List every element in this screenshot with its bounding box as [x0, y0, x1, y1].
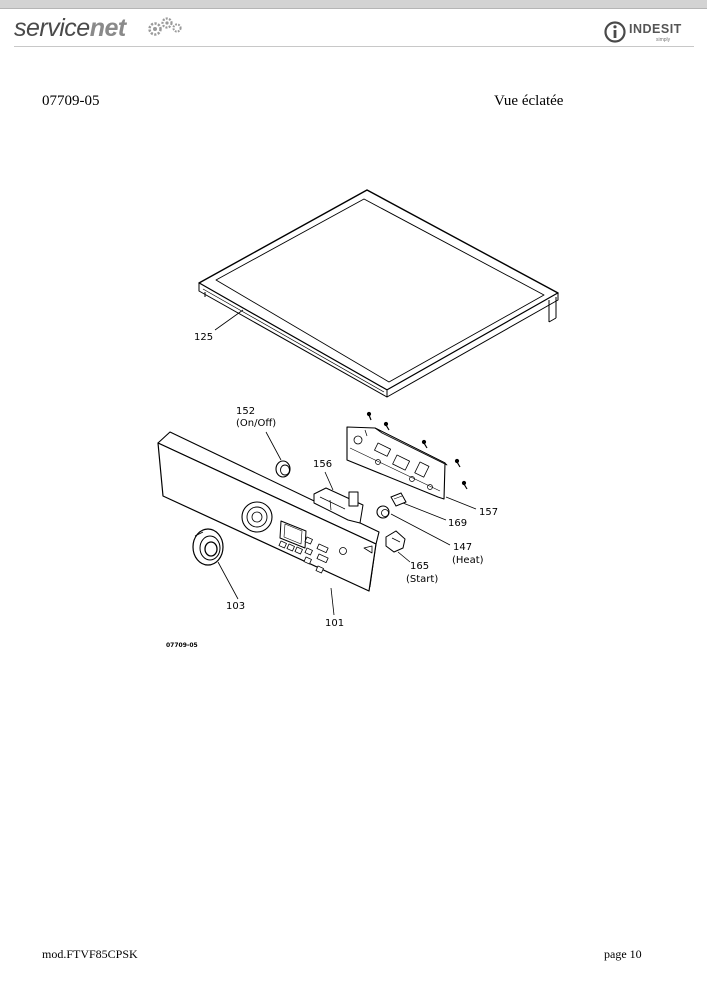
- part-labels: 125 152 (On/Off) 156 157 169 147 (Heat) …: [166, 332, 498, 649]
- part-note-147: (Heat): [452, 555, 484, 566]
- screws: [366, 411, 468, 490]
- view-title: Vue éclatée: [494, 93, 564, 109]
- button-bracket-part: [313, 487, 364, 524]
- on-off-button-part: [275, 460, 291, 478]
- indesit-wordmark: INDESIT: [629, 22, 682, 36]
- leader-lines: [214, 309, 477, 616]
- servicenet-logo: servicenet: [14, 14, 182, 48]
- part-label-147: 147: [453, 542, 472, 553]
- header-top-bar: [0, 0, 707, 9]
- part-label-103: 103: [226, 601, 245, 612]
- header-divider: [14, 46, 694, 47]
- top-lid-part: [198, 189, 559, 398]
- logo-text-net: net: [89, 14, 127, 42]
- part-note-152: (On/Off): [236, 418, 276, 429]
- button-169-part: [390, 492, 407, 507]
- part-label-169: 169: [448, 518, 467, 529]
- part-label-156: 156: [313, 459, 332, 470]
- heat-button-147-part: [376, 505, 390, 519]
- indesit-i-icon: [604, 21, 626, 43]
- electronic-board-part: [346, 426, 448, 500]
- figure-id: 07709-05: [166, 642, 198, 649]
- part-note-165: (Start): [406, 574, 438, 585]
- part-label-165: 165: [410, 561, 429, 572]
- footer-page-number: page 10: [604, 947, 642, 961]
- part-label-101: 101: [325, 618, 344, 629]
- program-knob-part: [192, 528, 224, 566]
- logo-text-service: service: [14, 14, 90, 42]
- gears-icon: [148, 17, 182, 36]
- start-button-165-part: [385, 530, 406, 553]
- part-label-157: 157: [479, 507, 498, 518]
- footer-model: mod.FTVF85CPSK: [42, 947, 138, 961]
- part-label-152: 152: [236, 406, 255, 417]
- control-panel-part: [157, 431, 380, 592]
- document-code: 07709-05: [42, 93, 100, 109]
- indesit-tagline: simply: [656, 37, 671, 43]
- part-label-125: 125: [194, 332, 213, 343]
- indesit-logo: INDESIT simply: [604, 20, 696, 46]
